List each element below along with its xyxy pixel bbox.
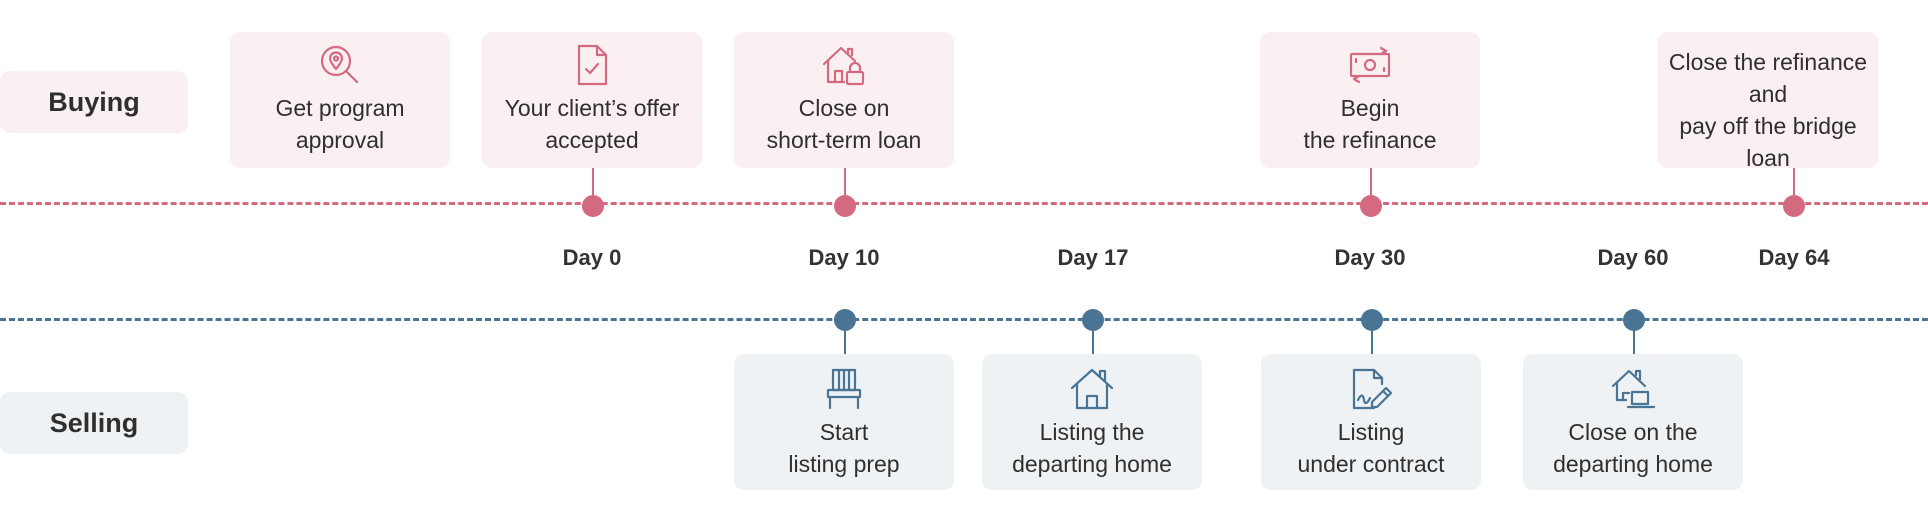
- buying-milestone-dot: [834, 195, 856, 217]
- selling-connector: [1371, 320, 1373, 356]
- selling-step-text: Start listing prep: [788, 419, 900, 477]
- selling-step-close-departing-home: Close on the departing home: [1523, 354, 1743, 490]
- buying-connector: [592, 168, 594, 206]
- money-exchange-icon: [1349, 46, 1391, 84]
- buying-step-close-refinance: Close the refinance and pay off the brid…: [1658, 32, 1878, 171]
- buying-step-text: Begin the refinance: [1303, 95, 1437, 153]
- house-icon: [1070, 368, 1114, 410]
- buying-step-offer-accepted: Your client’s offer accepted: [482, 32, 702, 168]
- day-label: Day 60: [1597, 245, 1669, 270]
- buying-milestone-dot: [1360, 195, 1382, 217]
- selling-connector: [1092, 320, 1094, 356]
- selling-step-text: Listing the departing home: [1012, 419, 1172, 477]
- buying-connector: [844, 168, 846, 206]
- selling-step-text: Close on the departing home: [1553, 419, 1713, 477]
- buying-row-label: Buying: [0, 71, 188, 133]
- buying-connector: [1793, 168, 1795, 206]
- buying-connector: [1370, 168, 1372, 206]
- day-label: Day 17: [1057, 245, 1129, 270]
- house-lock-icon: [822, 46, 865, 86]
- selling-connector: [844, 320, 846, 356]
- buying-step-close-short-term-loan: Close on short-term loan: [734, 32, 954, 168]
- contract-sign-icon: [1352, 368, 1393, 410]
- selling-timeline: [0, 318, 1928, 321]
- selling-step-under-contract: Listing under contract: [1261, 354, 1481, 490]
- map-pin-search-icon: [320, 45, 359, 84]
- selling-step-text: Listing under contract: [1297, 419, 1445, 477]
- buying-step-begin-refinance: Begin the refinance: [1260, 32, 1480, 168]
- day-label: Day 64: [1758, 245, 1830, 270]
- buying-step-text: Get program approval: [275, 95, 405, 153]
- document-check-icon: [577, 44, 608, 86]
- buying-step-text: Close on short-term loan: [766, 95, 922, 153]
- buying-milestone-dot: [582, 195, 604, 217]
- house-laptop-icon: [1611, 369, 1656, 409]
- day-label: Day 30: [1334, 245, 1406, 270]
- buying-step-text: Your client’s offer accepted: [504, 95, 680, 153]
- buying-milestone-dot: [1783, 195, 1805, 217]
- day-label: Day 10: [808, 245, 880, 270]
- buying-step-text: Close the refinance and pay off the brid…: [1668, 49, 1868, 171]
- selling-row-label: Selling: [0, 392, 188, 454]
- table-icon: [826, 368, 862, 410]
- selling-connector: [1633, 320, 1635, 356]
- day-label: Day 0: [562, 245, 622, 270]
- buying-step-program-approval: Get program approval: [230, 32, 450, 168]
- selling-step-listing-prep: Start listing prep: [734, 354, 954, 490]
- buying-timeline: [0, 202, 1928, 205]
- selling-step-listing-home: Listing the departing home: [982, 354, 1202, 490]
